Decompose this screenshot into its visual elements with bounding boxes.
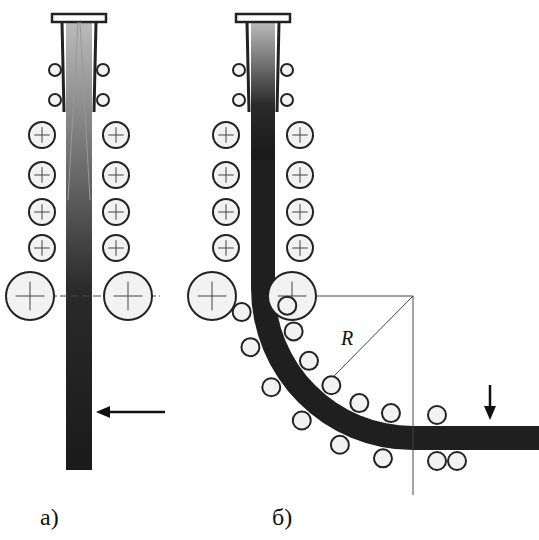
figure-label: б) xyxy=(272,505,292,529)
roller xyxy=(213,122,239,148)
mold-wall xyxy=(62,22,96,112)
roller-axis xyxy=(292,240,308,256)
roller xyxy=(278,297,296,315)
roller xyxy=(29,235,55,261)
roller xyxy=(213,162,239,188)
roller xyxy=(213,199,239,225)
roller xyxy=(428,406,446,424)
mold-wall xyxy=(247,22,279,112)
shell-line xyxy=(68,22,90,200)
roller-axis xyxy=(34,240,50,256)
roller xyxy=(29,162,55,188)
machine-b xyxy=(188,14,539,495)
roller xyxy=(293,412,311,430)
roller-axis xyxy=(218,240,234,256)
roller xyxy=(188,272,236,320)
radius-lines xyxy=(316,296,413,495)
roller-axis xyxy=(218,204,234,220)
radius-label: R xyxy=(340,328,354,348)
roller xyxy=(281,94,293,106)
roller xyxy=(103,162,129,188)
roller-axis xyxy=(292,204,308,220)
arrow-head xyxy=(96,406,110,418)
roller xyxy=(322,376,340,394)
roller xyxy=(287,199,313,225)
roller xyxy=(49,94,61,106)
roller-axis xyxy=(108,167,124,183)
mold-flange xyxy=(236,14,290,22)
roller xyxy=(103,199,129,225)
roller xyxy=(448,452,466,470)
roller-axis xyxy=(34,167,50,183)
roller xyxy=(268,272,316,320)
roller xyxy=(285,322,303,340)
roller xyxy=(233,94,245,106)
roller-axis xyxy=(218,127,234,143)
roller-axis xyxy=(34,127,50,143)
strand xyxy=(251,22,539,450)
roller xyxy=(97,94,109,106)
roller xyxy=(103,122,129,148)
roller xyxy=(97,64,109,76)
machine-a xyxy=(5,14,165,470)
roller xyxy=(49,64,61,76)
mold-flange xyxy=(52,14,106,22)
roller xyxy=(281,64,293,76)
roller-axis xyxy=(198,282,227,311)
roller-axis xyxy=(108,240,124,256)
roller-axis xyxy=(16,282,45,311)
roller-axis xyxy=(108,204,124,220)
strand xyxy=(66,22,92,470)
roller xyxy=(300,352,318,370)
roller xyxy=(213,235,239,261)
arrow-line xyxy=(102,411,165,414)
roller xyxy=(350,394,368,412)
roller-axis xyxy=(108,127,124,143)
roller xyxy=(241,338,259,356)
arrow-head xyxy=(484,406,496,420)
roller xyxy=(233,64,245,76)
roller xyxy=(331,436,349,454)
strand-top xyxy=(251,22,275,160)
roller-axis xyxy=(114,282,143,311)
roller xyxy=(287,122,313,148)
roller-axis xyxy=(34,204,50,220)
roller-axis xyxy=(292,167,308,183)
roller xyxy=(382,404,400,422)
rollers xyxy=(188,64,466,470)
roller xyxy=(29,199,55,225)
roller xyxy=(374,449,392,467)
roller xyxy=(287,235,313,261)
roller xyxy=(6,272,54,320)
figure-label: а) xyxy=(40,505,59,529)
roller xyxy=(262,378,280,396)
roller-axis xyxy=(218,167,234,183)
roller xyxy=(103,235,129,261)
roller-axis xyxy=(292,127,308,143)
roller xyxy=(428,452,446,470)
rollers xyxy=(5,64,160,320)
roller xyxy=(104,272,152,320)
roller xyxy=(29,122,55,148)
roller xyxy=(287,162,313,188)
roller xyxy=(233,303,251,321)
